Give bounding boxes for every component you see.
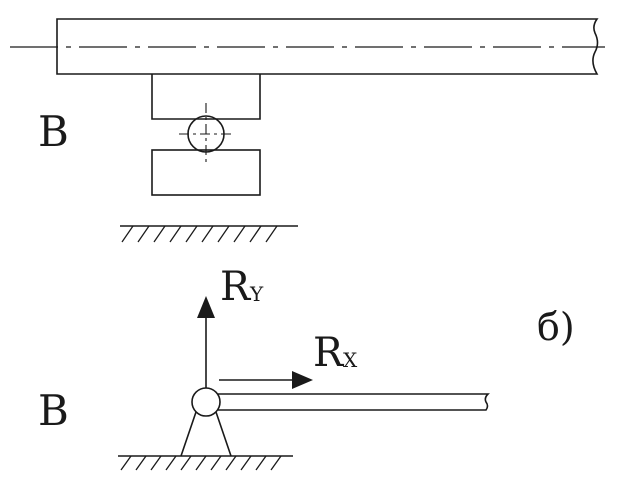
bottom-ground-hatching	[120, 455, 282, 471]
ry-label-main: R	[220, 264, 252, 310]
bottom-figure	[118, 318, 490, 471]
top-beam	[56, 18, 599, 75]
bottom-beam	[218, 393, 490, 411]
support-label-top: B	[38, 107, 69, 156]
rx-label-subscript: X	[343, 348, 358, 372]
top-figure	[10, 18, 605, 243]
lower-support-block	[151, 149, 261, 196]
rx-label-main: R	[313, 330, 345, 376]
rx-arrowhead	[292, 371, 313, 389]
ry-arrowhead	[197, 296, 215, 318]
ry-label-subscript: Y	[249, 282, 264, 306]
rx-label: R X	[313, 330, 358, 376]
top-ground-hatching	[121, 225, 278, 243]
part-label: б)	[537, 305, 575, 349]
ry-label: R Y	[220, 264, 264, 310]
support-label-bottom: B	[38, 386, 69, 435]
support-triangle	[180, 411, 232, 457]
pin-node	[191, 387, 221, 417]
